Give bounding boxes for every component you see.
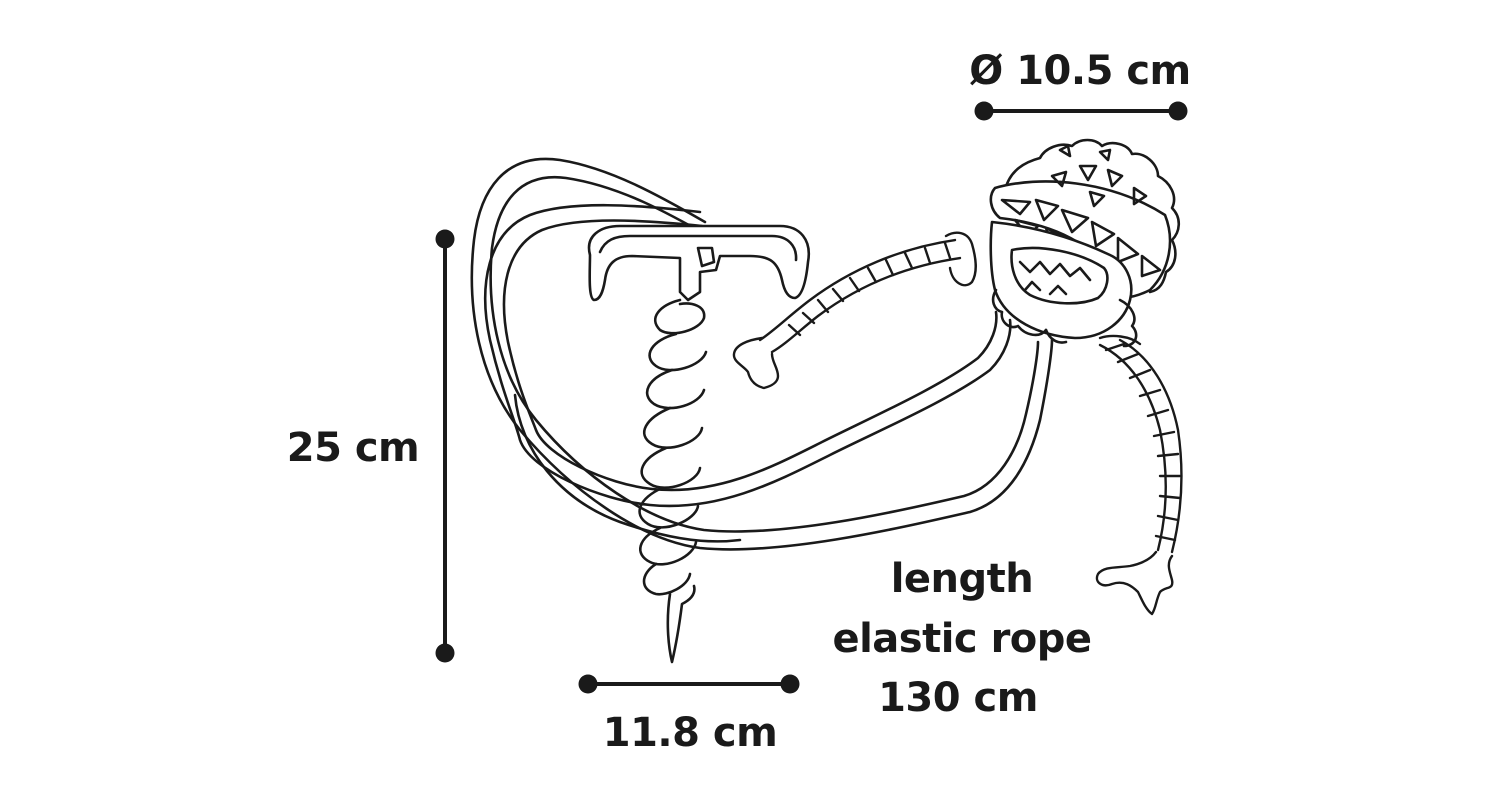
rope-length-label: length elastic rope 130 cm	[832, 556, 1092, 721]
knotted-rope-right	[1095, 334, 1183, 616]
width-endpoint-left	[578, 674, 598, 694]
rope-length-line-1: length	[891, 556, 1034, 602]
spiky-ball-toy	[989, 138, 1181, 348]
width-label: 11.8 cm	[603, 710, 778, 756]
diameter-dimension: Ø 10.5 cm	[969, 48, 1191, 121]
diameter-endpoint-left	[974, 101, 994, 121]
ground-anchor-stake	[587, 224, 811, 664]
knotted-rope-left	[732, 231, 977, 390]
elastic-rope	[470, 157, 1054, 551]
diameter-endpoint-right	[1168, 101, 1188, 121]
width-endpoint-right	[780, 674, 800, 694]
diameter-label: Ø 10.5 cm	[969, 48, 1190, 94]
height-label: 25 cm	[287, 425, 419, 471]
height-endpoint-bottom	[435, 643, 455, 663]
height-dimension: 25 cm	[287, 229, 455, 663]
width-dimension: 11.8 cm	[578, 674, 800, 756]
rope-length-line-3: 130 cm	[878, 675, 1038, 721]
rope-length-line-2: elastic rope	[832, 616, 1091, 662]
height-endpoint-top	[435, 229, 455, 249]
